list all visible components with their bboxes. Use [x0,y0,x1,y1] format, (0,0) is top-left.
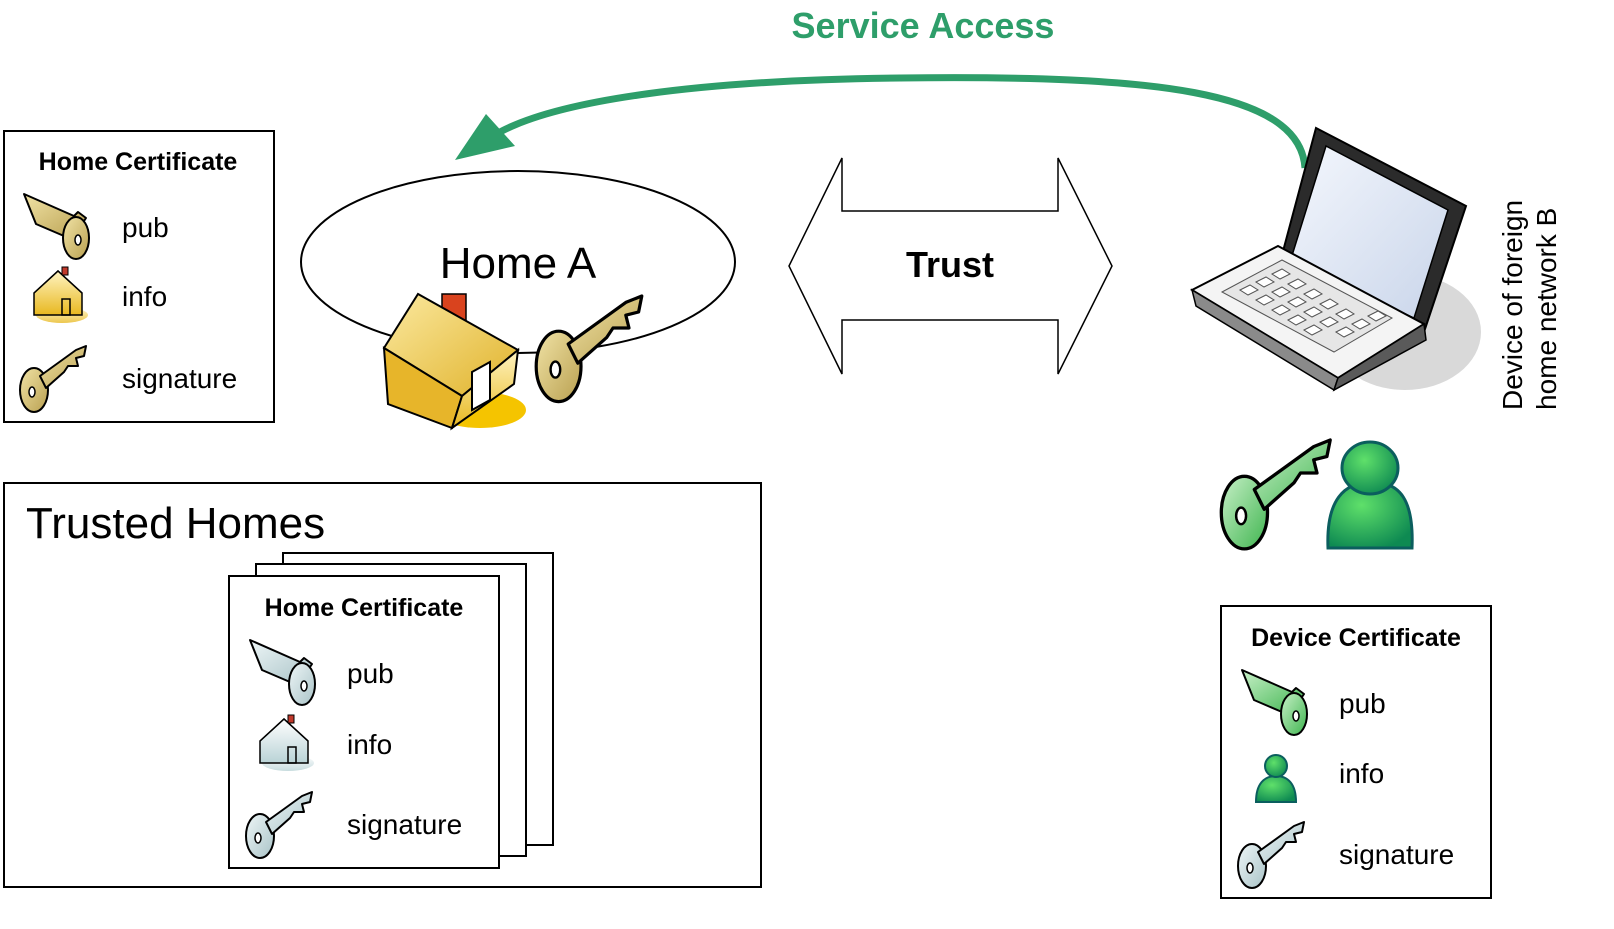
home-cert-item-info: info [122,281,167,312]
device-label-line2: home network B [1531,208,1562,410]
trusted-cert-item-signature: signature [347,809,462,840]
device-label-line1: Device of foreign [1497,200,1528,410]
service-access-arrow [498,74,1309,169]
trust-label: Trust [906,244,994,285]
device-cert-item-pub: pub [1339,688,1386,719]
trusted-homes-panel: Trusted Homes Home Certificate pub info … [3,482,762,888]
trusted-cert-title: Home Certificate [265,594,464,622]
green-key-icon [1219,438,1332,551]
device-cert-item-signature: signature [1339,839,1454,870]
service-access-label: Service Access [792,5,1055,46]
device-certificate-card: Device Certificate pub info signature [1220,605,1492,899]
home-a: Home A [300,170,736,431]
trusted-cert-item-pub: pub [347,658,394,689]
user-icon [1326,440,1414,550]
device-label: Device of foreign home network B [1497,200,1562,410]
laptop-icon [1189,126,1481,392]
house-icon [382,292,526,431]
device-cert-item-info: info [1339,758,1384,789]
trusted-home-certificate-card: Home Certificate pub info signature [228,575,500,869]
home-certificate-title: Home Certificate [39,148,238,176]
trust-arrow: Trust [788,157,1113,375]
home-cert-item-pub: pub [122,212,169,243]
home-cert-item-signature: signature [122,363,237,394]
trusted-homes-title: Trusted Homes [26,499,325,548]
home-a-label: Home A [440,239,597,288]
service-access-arrowhead-icon [455,114,515,160]
device-certificate-title: Device Certificate [1251,624,1461,652]
trusted-cert-item-info: info [347,729,392,760]
home-certificate-card: Home Certificate pub info signature [3,130,275,423]
